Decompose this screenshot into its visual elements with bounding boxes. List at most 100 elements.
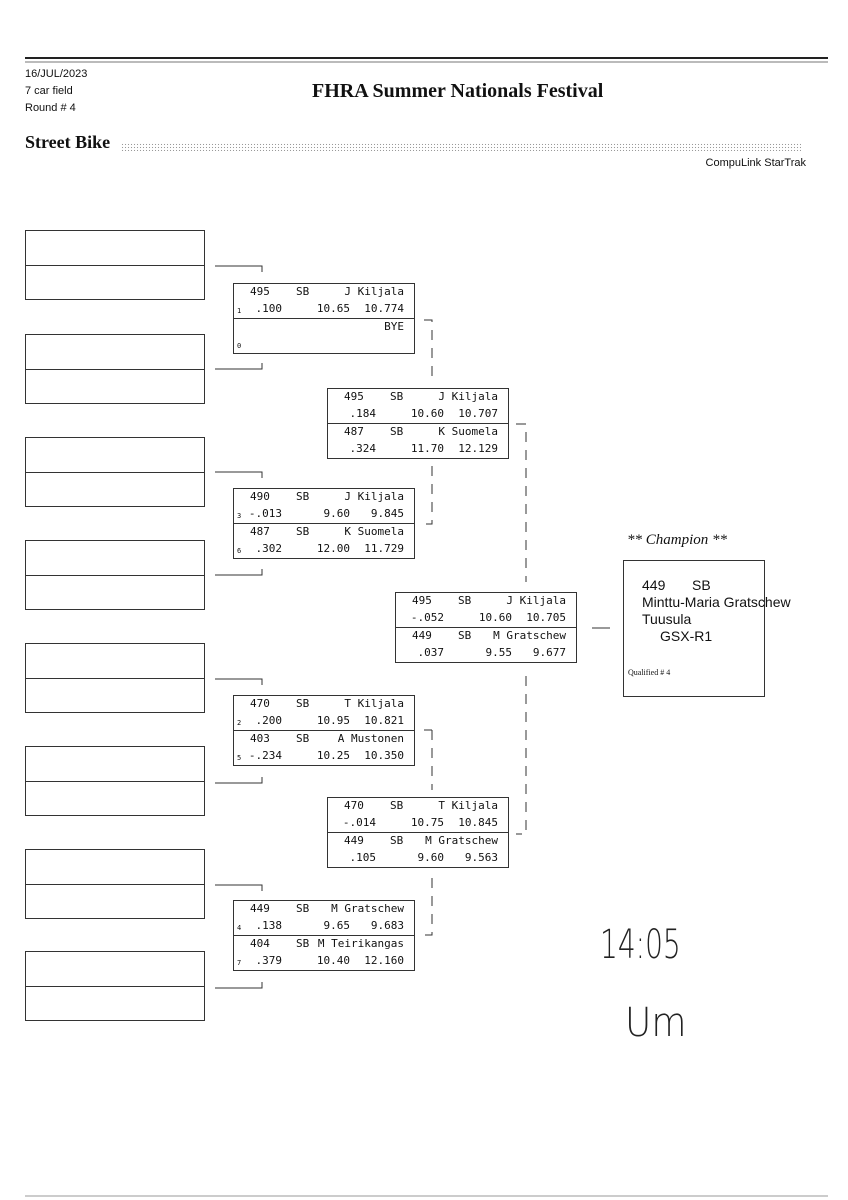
- bike-number: 470: [344, 799, 364, 812]
- empty-slot-box: [25, 230, 205, 300]
- champion-label: ** Champion **: [627, 532, 728, 548]
- elapsed-time: 10.707: [458, 407, 498, 420]
- racer-name: M Gratschew: [425, 834, 498, 847]
- dial-in: 9.60: [323, 507, 351, 520]
- seed-number: 3: [237, 512, 242, 520]
- elapsed-time: 12.129: [458, 442, 498, 455]
- bike-class: SB: [296, 937, 310, 950]
- empty-slot: [26, 335, 204, 370]
- racer-name: J Kiljala: [344, 285, 404, 298]
- dial-in: 10.60: [478, 611, 512, 624]
- elapsed-time: 11.729: [364, 542, 404, 555]
- dial-in: 10.95: [316, 714, 350, 727]
- racer-entry: 495 SB J Kiljala -.052 10.60 10.705: [396, 593, 576, 627]
- empty-slot: [26, 438, 204, 473]
- bike-number: 449: [344, 834, 364, 847]
- race-date: 16/JUL/2023: [25, 68, 88, 80]
- reaction-time: -.234: [248, 749, 282, 762]
- reaction-time: .302: [255, 542, 283, 555]
- handwritten-initials: Um: [625, 1000, 687, 1046]
- elapsed-time: 10.705: [526, 611, 566, 624]
- racer-name: M Teirikangas: [317, 937, 404, 950]
- empty-slot-box: [25, 643, 205, 713]
- bike-class: SB: [296, 525, 310, 538]
- bike-class: SB: [390, 425, 404, 438]
- bike-class: SB: [390, 390, 404, 403]
- racer-name: J Kiljala: [506, 594, 566, 607]
- empty-slot: [26, 644, 204, 679]
- elapsed-time: 10.845: [458, 816, 498, 829]
- seed-number: 5: [237, 754, 242, 762]
- seed-number: 4: [237, 924, 242, 932]
- field-size: 7 car field: [25, 85, 73, 97]
- champion-number: 449: [642, 577, 666, 593]
- bike-number: 495: [250, 285, 270, 298]
- champion-qualified: Qualified # 4: [628, 668, 671, 677]
- bike-class: SB: [296, 732, 310, 745]
- racer-name: J Kiljala: [344, 490, 404, 503]
- racer-name: T Kiljala: [438, 799, 498, 812]
- bike-class: SB: [390, 799, 404, 812]
- elapsed-time: 9.563: [464, 851, 498, 864]
- dial-in: 10.65: [316, 302, 350, 315]
- bike-number: 495: [344, 390, 364, 403]
- seed-number: 0: [237, 342, 242, 350]
- reaction-time: .037: [417, 646, 445, 659]
- bike-number: 495: [412, 594, 432, 607]
- class-title: Street Bike: [25, 132, 111, 152]
- empty-slot: [26, 952, 204, 987]
- bike-class: SB: [458, 594, 472, 607]
- racer-name: BYE: [384, 320, 404, 333]
- seed-number: 2: [237, 719, 242, 727]
- seed-number: 6: [237, 547, 242, 555]
- empty-slot-box: [25, 746, 205, 816]
- reaction-time: .138: [255, 919, 283, 932]
- empty-slot-box: [25, 849, 205, 919]
- bike-class: SB: [458, 629, 472, 642]
- dial-in: 9.60: [417, 851, 445, 864]
- reaction-time: -.052: [410, 611, 444, 624]
- elapsed-time: 9.683: [370, 919, 404, 932]
- brand-label: CompuLink StarTrak: [705, 157, 806, 169]
- dial-in: 10.60: [410, 407, 444, 420]
- round-number: Round # 4: [25, 102, 76, 114]
- racer-name: M Gratschew: [331, 902, 404, 915]
- empty-slot-box: [25, 334, 205, 404]
- bike-class: SB: [296, 697, 310, 710]
- empty-slot-box: [25, 540, 205, 610]
- bike-class: SB: [296, 285, 310, 298]
- dial-in: 9.65: [323, 919, 351, 932]
- champion-city: Tuusula: [642, 611, 692, 627]
- champion-box: 449 SB Minttu-Maria Gratschew Tuusula GS…: [623, 560, 791, 697]
- empty-slot: [26, 747, 204, 782]
- reaction-time: -.013: [248, 507, 282, 520]
- bike-number: 487: [344, 425, 364, 438]
- elapsed-time: 10.821: [364, 714, 404, 727]
- empty-slot-box: [25, 951, 205, 1021]
- reaction-time: .184: [349, 407, 377, 420]
- bike-number: 487: [250, 525, 270, 538]
- racer-entry: BYE 0: [234, 318, 414, 353]
- racer-name: T Kiljala: [344, 697, 404, 710]
- bike-class: SB: [296, 490, 310, 503]
- champion-name: Minttu-Maria Gratschew: [642, 594, 791, 610]
- bike-number: 403: [250, 732, 270, 745]
- bike-number: 449: [250, 902, 270, 915]
- dial-in: 10.25: [316, 749, 350, 762]
- reaction-time: .324: [349, 442, 377, 455]
- reaction-time: .200: [255, 714, 283, 727]
